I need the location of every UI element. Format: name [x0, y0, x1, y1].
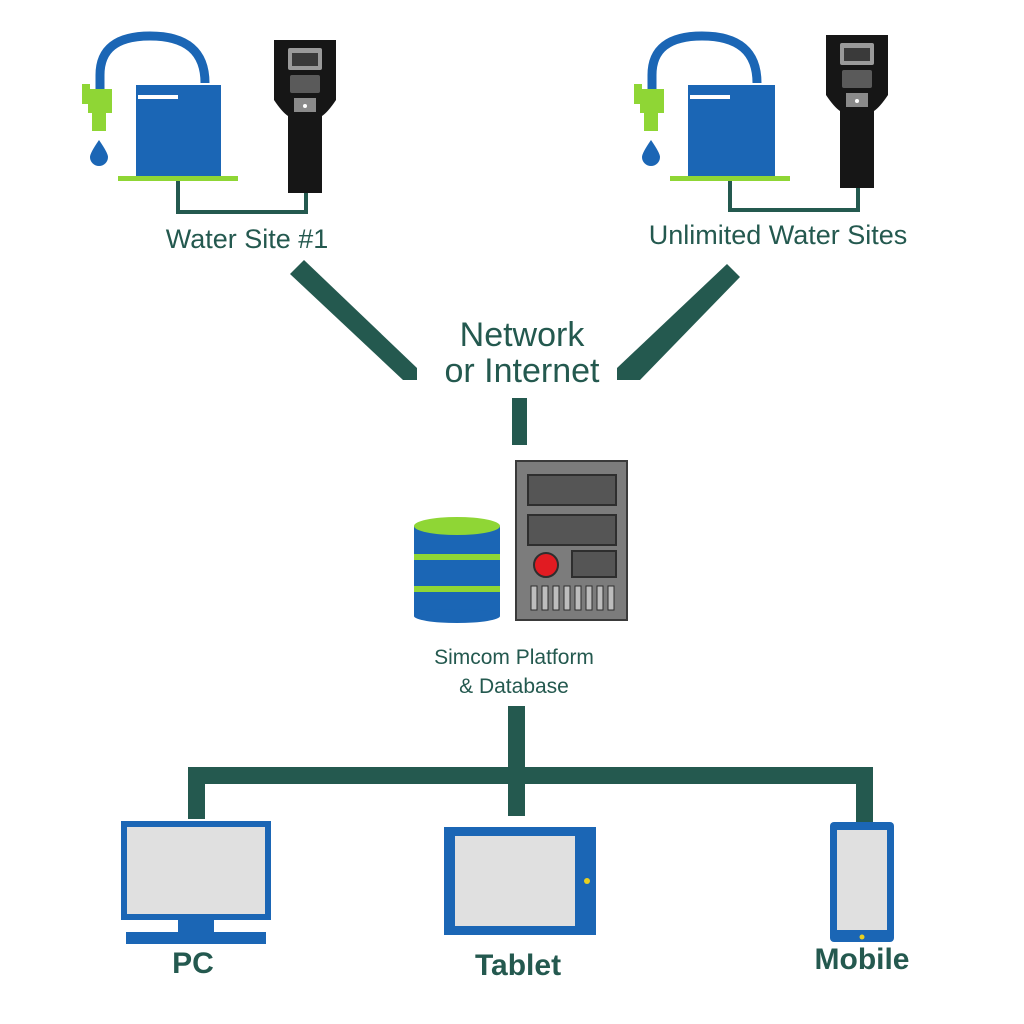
platform-label-line1: Simcom Platform: [434, 646, 594, 669]
platform-label: Simcom Platform & Database: [434, 643, 594, 702]
meter-terminal-icon: [274, 40, 336, 193]
database-icon: [414, 517, 500, 623]
site-1-connector: [176, 181, 308, 214]
distribution-lines: [188, 706, 873, 822]
water-tank-icon: [136, 85, 221, 177]
site-1-label: Water Site #1: [165, 224, 329, 254]
network-line-down: [512, 398, 527, 445]
water-tank-icon: [688, 85, 775, 177]
site-base-line: [670, 176, 790, 181]
water-drop-icon: [642, 140, 660, 166]
pc-label: PC: [172, 947, 214, 980]
network-line-left: [290, 260, 417, 380]
site-2-label: Unlimited Water Sites: [648, 220, 908, 250]
meter-terminal-icon: [826, 35, 888, 188]
mobile-label: Mobile: [814, 943, 910, 976]
water-site-2: [634, 31, 888, 212]
faucet-icon: [634, 31, 762, 131]
network-label-line2: or Internet: [444, 351, 600, 390]
network-line-right: [617, 264, 740, 380]
platform-label-line2: & Database: [459, 675, 569, 699]
server-icon: [515, 460, 628, 621]
site-2-connector: [728, 181, 860, 212]
pc-icon: [121, 821, 271, 944]
tablet-label: Tablet: [474, 949, 562, 982]
site-base-line: [118, 176, 238, 181]
water-drop-icon: [90, 140, 108, 166]
mobile-icon: [830, 822, 894, 942]
water-site-1: [82, 31, 336, 214]
faucet-icon: [82, 31, 210, 131]
network-label-line1: Network: [459, 316, 585, 354]
network-label: Network or Internet: [444, 316, 600, 390]
tablet-icon: [444, 827, 596, 935]
